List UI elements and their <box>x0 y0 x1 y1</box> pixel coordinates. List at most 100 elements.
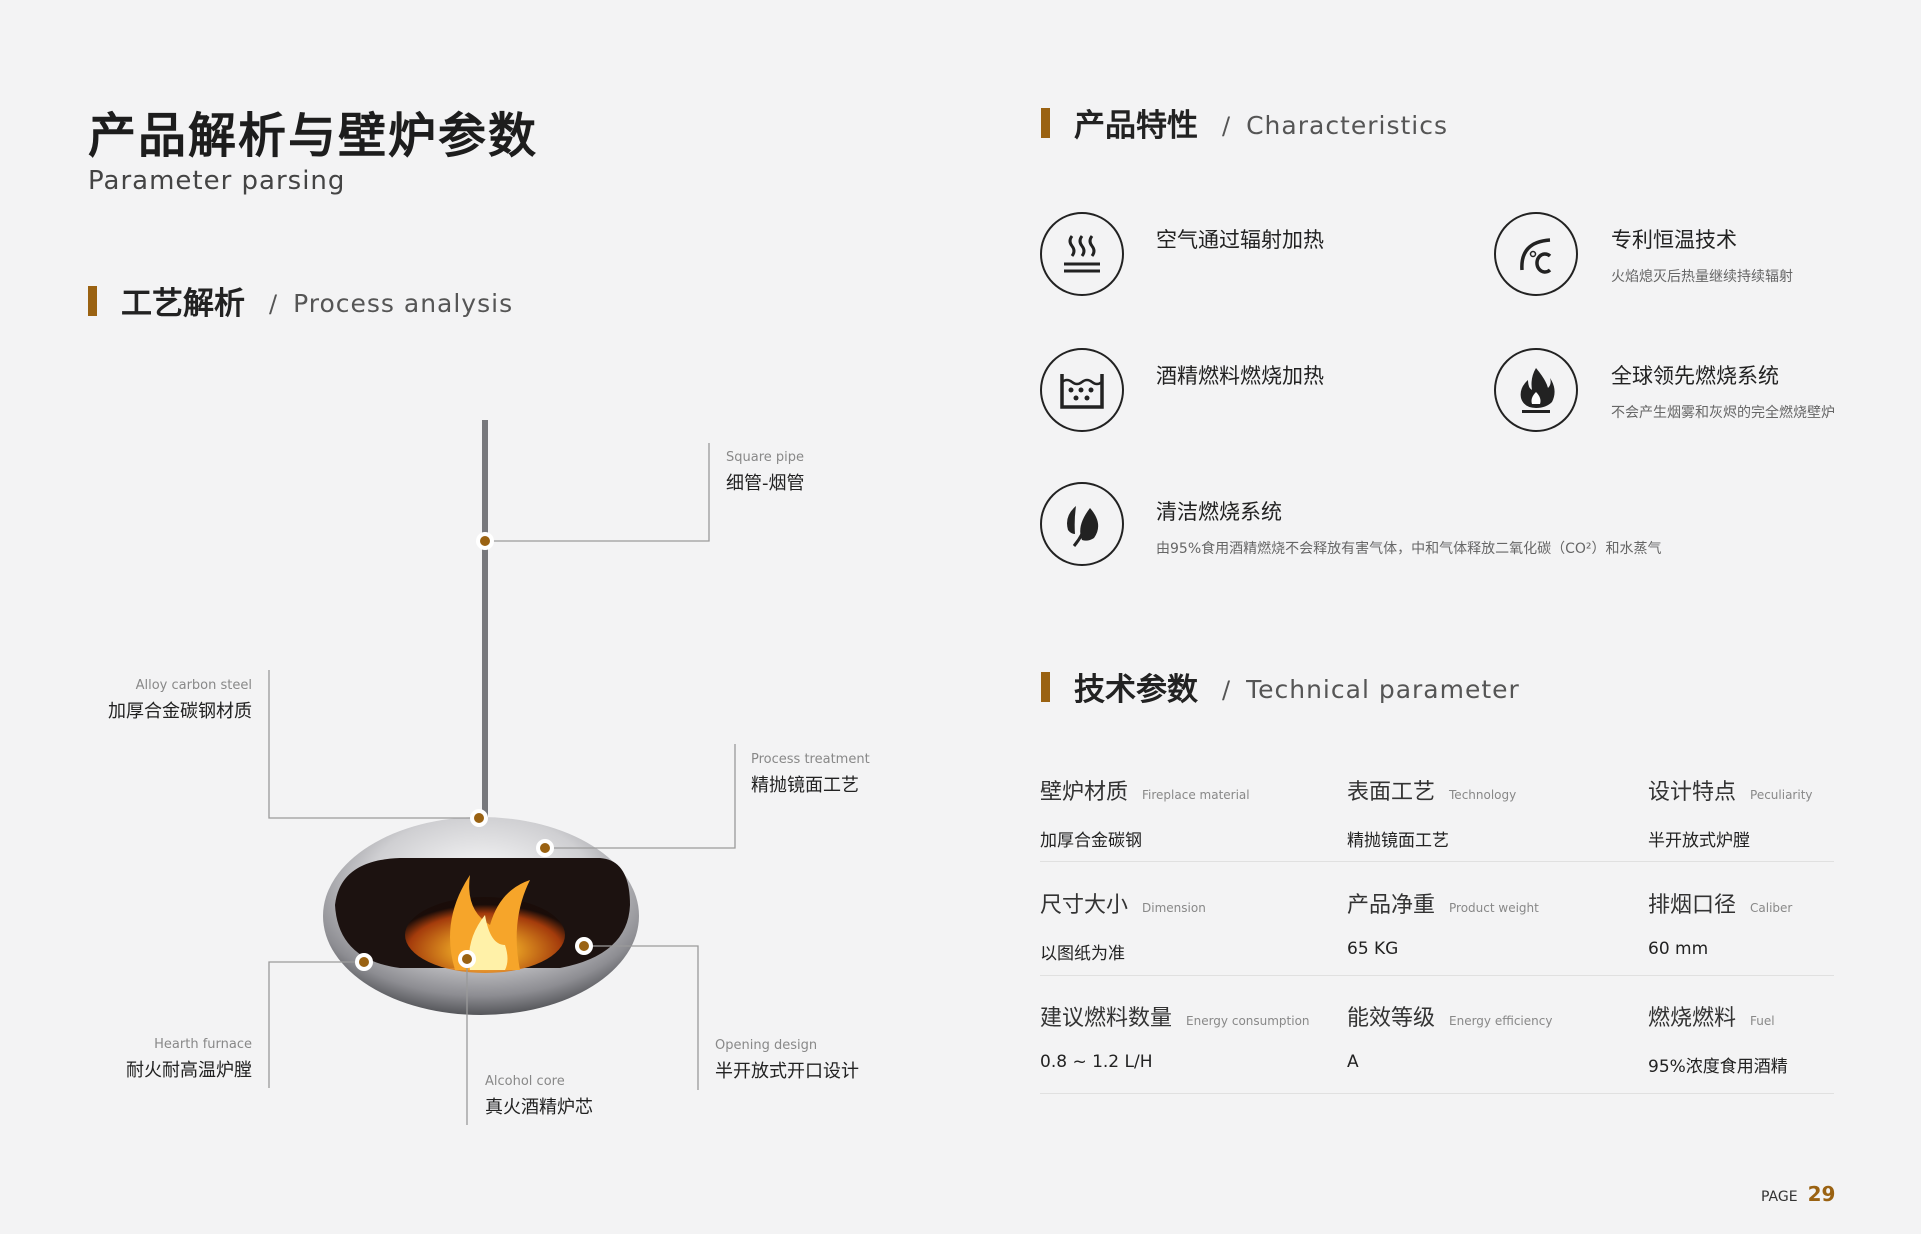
param-label-cn: 表面工艺 <box>1347 780 1436 805</box>
feature-title: 酒精燃料燃烧加热 <box>1156 364 1324 388</box>
label-en: Opening design <box>715 1038 818 1053</box>
param-label-en: Technology <box>1449 788 1517 802</box>
label-cn: 半开放式开口设计 <box>715 1061 859 1082</box>
param-value: 以图纸为准 <box>1040 944 1125 964</box>
tech-param: 建议燃料数量 Energy consumption 0.8 ~ 1.2 L/H <box>1040 1000 1310 1072</box>
hotspot-dot <box>355 953 373 971</box>
hotspot-dot <box>536 839 554 857</box>
section-title-en: Characteristics <box>1246 111 1449 140</box>
fireplace-diagram <box>268 420 736 1125</box>
tech-param: 尺寸大小 Dimension 以图纸为准 <box>1040 887 1206 964</box>
param-value: 0.8 ~ 1.2 L/H <box>1040 1052 1153 1072</box>
section-title-cn: 工艺解析 <box>121 286 245 322</box>
param-label-en: Caliber <box>1750 901 1793 915</box>
feature-item: 空气通过辐射加热 <box>1156 224 1324 254</box>
feature-desc: 不会产生烟雾和灰烬的完全燃烧壁炉 <box>1611 405 1835 421</box>
param-label-en: Fireplace material <box>1142 788 1250 802</box>
hotspot-dot <box>476 532 494 550</box>
label-process-treatment: Process treatment 精抛镜面工艺 <box>751 752 870 797</box>
slash: / <box>1222 675 1231 704</box>
page-title: 产品解析与壁炉参数 <box>88 108 539 164</box>
section-title-cn: 产品特性 <box>1074 108 1198 144</box>
flame <box>450 875 530 970</box>
leaf-icon <box>1040 482 1124 566</box>
label-en: Hearth furnace <box>154 1037 252 1052</box>
slash: / <box>269 289 278 318</box>
feature-title: 全球领先燃烧系统 <box>1611 364 1779 388</box>
param-value: 95%浓度食用酒精 <box>1648 1057 1788 1077</box>
technical-section-header: 技术参数 / Technical parameter <box>1041 664 1520 709</box>
page-number-value: 29 <box>1807 1182 1836 1206</box>
param-value: 加厚合金碳钢 <box>1040 831 1142 851</box>
param-label-cn: 壁炉材质 <box>1040 780 1129 805</box>
feature-item: 酒精燃料燃烧加热 <box>1156 360 1324 390</box>
hotspot-dot <box>458 950 476 968</box>
label-cn: 耐火耐高温炉膛 <box>126 1060 252 1081</box>
label-cn: 加厚合金碳钢材质 <box>108 701 252 722</box>
accent-bar <box>1041 671 1050 702</box>
label-square-pipe: Square pipe 细管-烟管 <box>726 450 805 495</box>
fuel-tank-icon <box>1040 348 1124 432</box>
label-alloy-carbon-steel: Alloy carbon steel 加厚合金碳钢材质 <box>108 678 252 723</box>
tech-param: 表面工艺 Technology 精抛镜面工艺 <box>1347 774 1516 851</box>
param-label-en: Fuel <box>1750 1014 1775 1028</box>
label-hearth-furnace: Hearth furnace 耐火耐高温炉膛 <box>126 1037 252 1082</box>
feature-title: 专利恒温技术 <box>1611 228 1737 252</box>
tech-param: 壁炉材质 Fireplace material 加厚合金碳钢 <box>1040 774 1250 851</box>
param-value: 65 KG <box>1347 939 1399 959</box>
label-alcohol-core: Alcohol core 真火酒精炉芯 <box>485 1074 593 1119</box>
feature-item: 清洁燃烧系统由95%食用酒精燃烧不会释放有害气体，中和气体释放二氧化碳（CO²）… <box>1156 496 1662 558</box>
param-label-cn: 设计特点 <box>1648 780 1737 805</box>
process-section-header: 工艺解析 / Process analysis <box>88 278 513 323</box>
param-label-cn: 建议燃料数量 <box>1040 1006 1173 1031</box>
param-value: A <box>1347 1052 1359 1072</box>
param-label-en: Energy efficiency <box>1449 1014 1553 1028</box>
label-cn: 真火酒精炉芯 <box>485 1097 593 1118</box>
param-value: 半开放式炉膛 <box>1648 831 1750 851</box>
param-label-cn: 排烟口径 <box>1648 893 1737 918</box>
label-cn: 精抛镜面工艺 <box>751 775 859 796</box>
divider <box>1040 861 1834 862</box>
tech-param: 燃烧燃料 Fuel 95%浓度食用酒精 <box>1648 1000 1788 1077</box>
flue-pipe <box>482 420 488 830</box>
tech-param: 产品净重 Product weight 65 KG <box>1347 887 1539 959</box>
param-label-en: Peculiarity <box>1750 788 1813 802</box>
feature-title: 空气通过辐射加热 <box>1156 228 1324 252</box>
slash: / <box>1222 111 1231 140</box>
page-number: PAGE 29 <box>1761 1182 1835 1206</box>
label-en: Square pipe <box>726 450 805 465</box>
label-en: Alloy carbon steel <box>135 678 252 693</box>
param-label-cn: 燃烧燃料 <box>1648 1006 1737 1031</box>
param-label-en: Product weight <box>1449 901 1539 915</box>
hotspot-dot <box>470 809 488 827</box>
param-label-en: Energy consumption <box>1186 1014 1310 1028</box>
label-opening-design: Opening design 半开放式开口设计 <box>715 1038 859 1083</box>
feature-desc: 由95%食用酒精燃烧不会释放有害气体，中和气体释放二氧化碳（CO²）和水蒸气 <box>1156 541 1662 557</box>
param-label-cn: 能效等级 <box>1347 1006 1436 1031</box>
accent-bar <box>1041 107 1050 138</box>
label-cn: 细管-烟管 <box>726 473 805 494</box>
divider <box>1040 975 1834 976</box>
hotspot-dot <box>575 937 593 955</box>
section-title-en: Technical parameter <box>1246 675 1520 704</box>
label-en: Process treatment <box>751 752 870 767</box>
param-label-cn: 尺寸大小 <box>1040 893 1129 918</box>
section-title-en: Process analysis <box>293 289 514 318</box>
thermometer-celsius-icon <box>1494 212 1578 296</box>
tech-param: 设计特点 Peculiarity 半开放式炉膛 <box>1648 774 1813 851</box>
feature-item: 专利恒温技术火焰熄灭后热量继续持续辐射 <box>1611 224 1793 286</box>
label-en: Alcohol core <box>485 1074 565 1089</box>
heat-waves-icon <box>1040 212 1124 296</box>
feature-desc: 火焰熄灭后热量继续持续辐射 <box>1611 269 1793 285</box>
param-label-en: Dimension <box>1142 901 1206 915</box>
feature-item: 全球领先燃烧系统不会产生烟雾和灰烬的完全燃烧壁炉 <box>1611 360 1835 422</box>
param-value: 精抛镜面工艺 <box>1347 831 1449 851</box>
characteristics-section-header: 产品特性 / Characteristics <box>1041 100 1448 145</box>
page-subtitle: Parameter parsing <box>88 166 346 196</box>
section-title-cn: 技术参数 <box>1074 672 1198 708</box>
param-label-cn: 产品净重 <box>1347 893 1436 918</box>
feature-title: 清洁燃烧系统 <box>1156 500 1282 524</box>
divider <box>1040 1093 1834 1094</box>
